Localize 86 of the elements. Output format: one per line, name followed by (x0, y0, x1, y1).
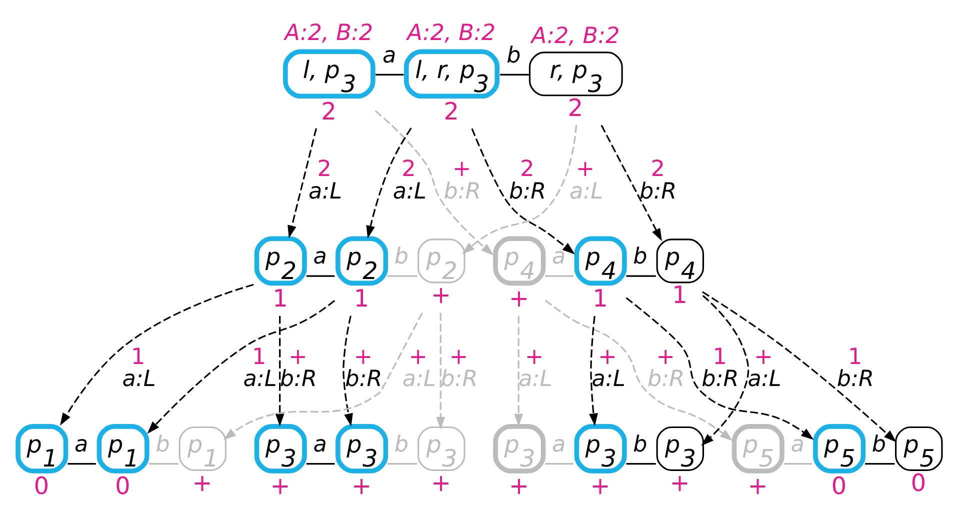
edge-label: + a:L (748, 343, 782, 392)
edge-label: a (74, 430, 88, 457)
node-label: 1 (272, 284, 288, 312)
node-label: + (509, 284, 530, 312)
edge-label: + b:R (345, 343, 382, 392)
node-label: + (509, 472, 530, 500)
edge-label: b (633, 243, 648, 270)
connector (376, 73, 404, 75)
arrow (436, 312, 446, 430)
edge-label: 1 b:R (702, 343, 739, 392)
node-label: 0 (831, 472, 847, 500)
node-label: 0 (910, 468, 926, 496)
node-label: A:2, B:2 (531, 22, 620, 49)
node-label: 0 (34, 472, 50, 500)
edge-label: + a:L (592, 343, 626, 392)
node-label: + (670, 468, 690, 496)
arrow (288, 128, 317, 238)
arrow (702, 290, 896, 442)
arrow (60, 283, 254, 426)
arrow (342, 315, 353, 426)
node-label: 2 (444, 96, 459, 125)
connector (784, 462, 812, 464)
arrow (626, 296, 814, 440)
edge-label: + a:L (518, 343, 552, 392)
node-label: + (748, 472, 768, 500)
connector (388, 462, 418, 464)
connector (500, 73, 530, 75)
edge-label: 2 a:L (392, 156, 426, 204)
edge-label: b (156, 430, 170, 457)
arrow (374, 110, 494, 255)
connector (148, 462, 178, 464)
edge-label: b (506, 42, 521, 68)
edge-label: + b:R (280, 343, 317, 392)
arrow (589, 316, 598, 426)
arrow (223, 312, 423, 440)
connector (68, 462, 96, 464)
connector (865, 462, 895, 464)
edge-label: + b:R (648, 343, 685, 392)
node-label: + (590, 472, 610, 500)
arrow (701, 294, 750, 446)
edge-label: a (313, 430, 327, 457)
edge-label: 2 b:R (509, 156, 546, 204)
edge-label: + b:R (440, 343, 478, 392)
node-label: 2 (568, 94, 584, 122)
node-label: A:2, B:2 (284, 19, 374, 46)
connector (626, 274, 656, 276)
connector (306, 462, 335, 464)
edge-label: a (313, 243, 327, 270)
node-label: 1 (672, 280, 688, 309)
edge-label: b (394, 430, 409, 457)
edge-label: a (382, 42, 396, 68)
edge-label: 1 a:L (243, 343, 277, 392)
arrow (366, 127, 412, 238)
connector (388, 274, 418, 276)
edge-label: + b:R (444, 156, 481, 204)
edge-label: b (872, 430, 886, 457)
edge-label: a (552, 243, 566, 270)
connector (545, 462, 574, 464)
node-label: + (431, 280, 452, 309)
edge-label: + a:L (570, 156, 604, 204)
node-label: 2 (321, 96, 336, 125)
edge-label: 1 b:R (836, 343, 874, 392)
connector (626, 462, 656, 464)
connector (545, 274, 574, 276)
edge-label: 2 b:R (640, 156, 677, 204)
arrow (514, 315, 524, 426)
edge-label: + a:L (402, 343, 436, 392)
edge-label: b (633, 430, 648, 457)
edge-label: a (552, 430, 566, 457)
arrow (544, 299, 733, 440)
node-label: + (351, 472, 372, 500)
node-label: 1 (354, 284, 370, 312)
node-label: + (192, 468, 212, 496)
node-label: 1 (592, 284, 608, 312)
arrow (600, 124, 662, 241)
edge-label: 2 a:L (308, 156, 342, 204)
arrow (275, 315, 284, 426)
node-label: + (270, 472, 290, 500)
node-label: 0 (115, 472, 130, 500)
edge-label: 1 a:L (122, 343, 156, 392)
connector (306, 274, 335, 276)
edge-label: a (790, 430, 804, 457)
arrow (147, 300, 336, 434)
node-label: + (431, 468, 452, 496)
edge-label: b (394, 243, 409, 270)
node-label: A:2, B:2 (407, 19, 496, 46)
